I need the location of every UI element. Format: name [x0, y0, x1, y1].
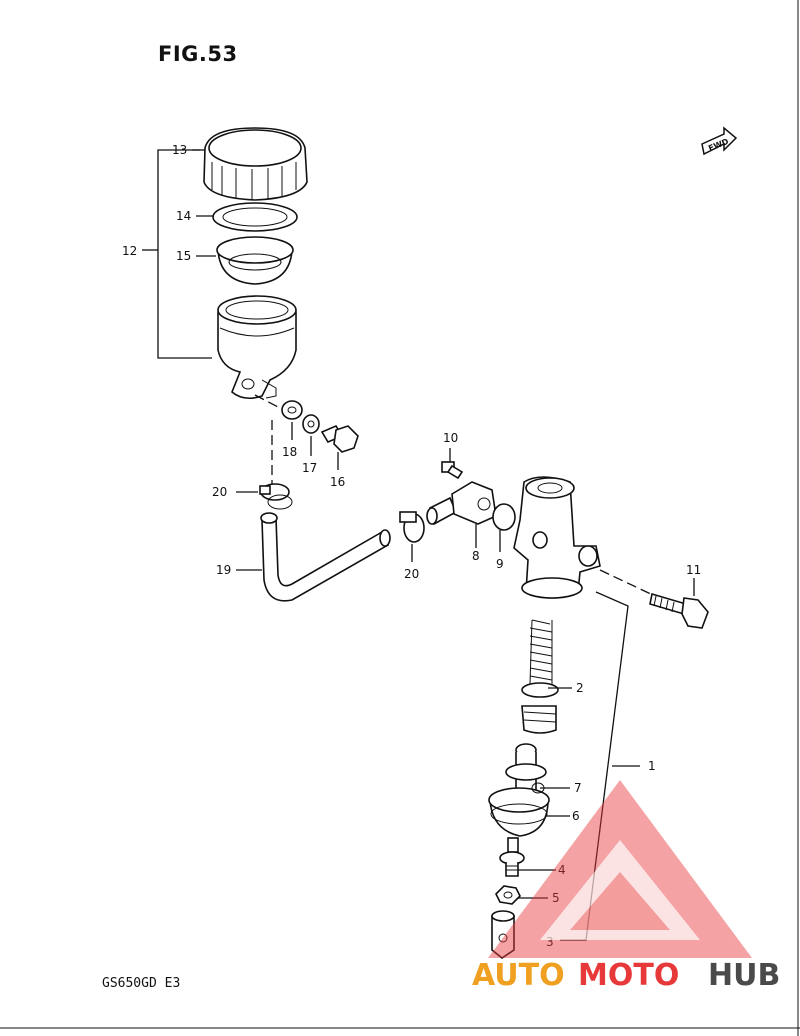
reservoir-cap — [203, 127, 308, 201]
callout-4: 4 — [558, 863, 566, 877]
bolt-16 — [320, 424, 359, 453]
callout-12: 12 — [122, 244, 137, 258]
callout-5: 5 — [552, 891, 560, 905]
callout-17: 17 — [302, 461, 317, 475]
fwd-arrow-icon: FWD — [701, 126, 738, 156]
callout-19: 19 — [216, 563, 231, 577]
callout-14: 14 — [176, 209, 191, 223]
watermark-moto: MOTO — [578, 958, 679, 993]
fwd-label: FWD — [707, 137, 730, 153]
hose-clip-lower — [399, 511, 425, 543]
callout-11: 11 — [686, 563, 701, 577]
callout-20-lower: 20 — [404, 567, 419, 581]
callout-16: 16 — [330, 475, 345, 489]
hose-connector — [426, 481, 497, 526]
dashed-guide — [599, 569, 656, 597]
watermark-auto: AUTO — [472, 958, 565, 993]
hose-clip-upper — [259, 483, 293, 510]
reservoir-body — [217, 295, 297, 400]
callout-20-upper: 20 — [212, 485, 227, 499]
o-ring-9 — [492, 503, 516, 531]
piston-assembly — [488, 743, 550, 837]
reservoir-hose — [260, 512, 391, 602]
callout-9: 9 — [496, 557, 504, 571]
figure-title: FIG.53 — [158, 42, 238, 66]
callout-15: 15 — [176, 249, 191, 263]
washer-18 — [281, 400, 303, 420]
model-code: GS650GD E3 — [102, 976, 181, 991]
callout-6: 6 — [572, 809, 580, 823]
nut-5 — [495, 885, 521, 905]
bolt-11 — [649, 592, 709, 629]
callout-2: 2 — [576, 681, 584, 695]
watermark-hub: HUB — [708, 958, 780, 993]
callout-3: 3 — [546, 935, 554, 949]
callout-bracket-12 — [157, 149, 212, 359]
diaphragm — [216, 236, 294, 285]
push-rod — [499, 837, 525, 877]
washer-17 — [302, 414, 320, 434]
spring-2 — [521, 619, 559, 734]
watermark-logo — [488, 780, 752, 958]
callout-1: 1 — [648, 759, 656, 773]
diaphragm-plate — [212, 202, 298, 232]
clevis-3 — [491, 910, 515, 959]
watermark-text: AUTO MOTO HUB — [472, 958, 780, 993]
screw-10 — [441, 461, 464, 480]
master-cylinder-body — [513, 476, 601, 599]
callout-8: 8 — [472, 549, 480, 563]
callout-7: 7 — [574, 781, 582, 795]
callout-13: 13 — [172, 143, 187, 157]
callout-10: 10 — [443, 431, 458, 445]
dashed-guide — [254, 394, 281, 409]
callout-18: 18 — [282, 445, 297, 459]
